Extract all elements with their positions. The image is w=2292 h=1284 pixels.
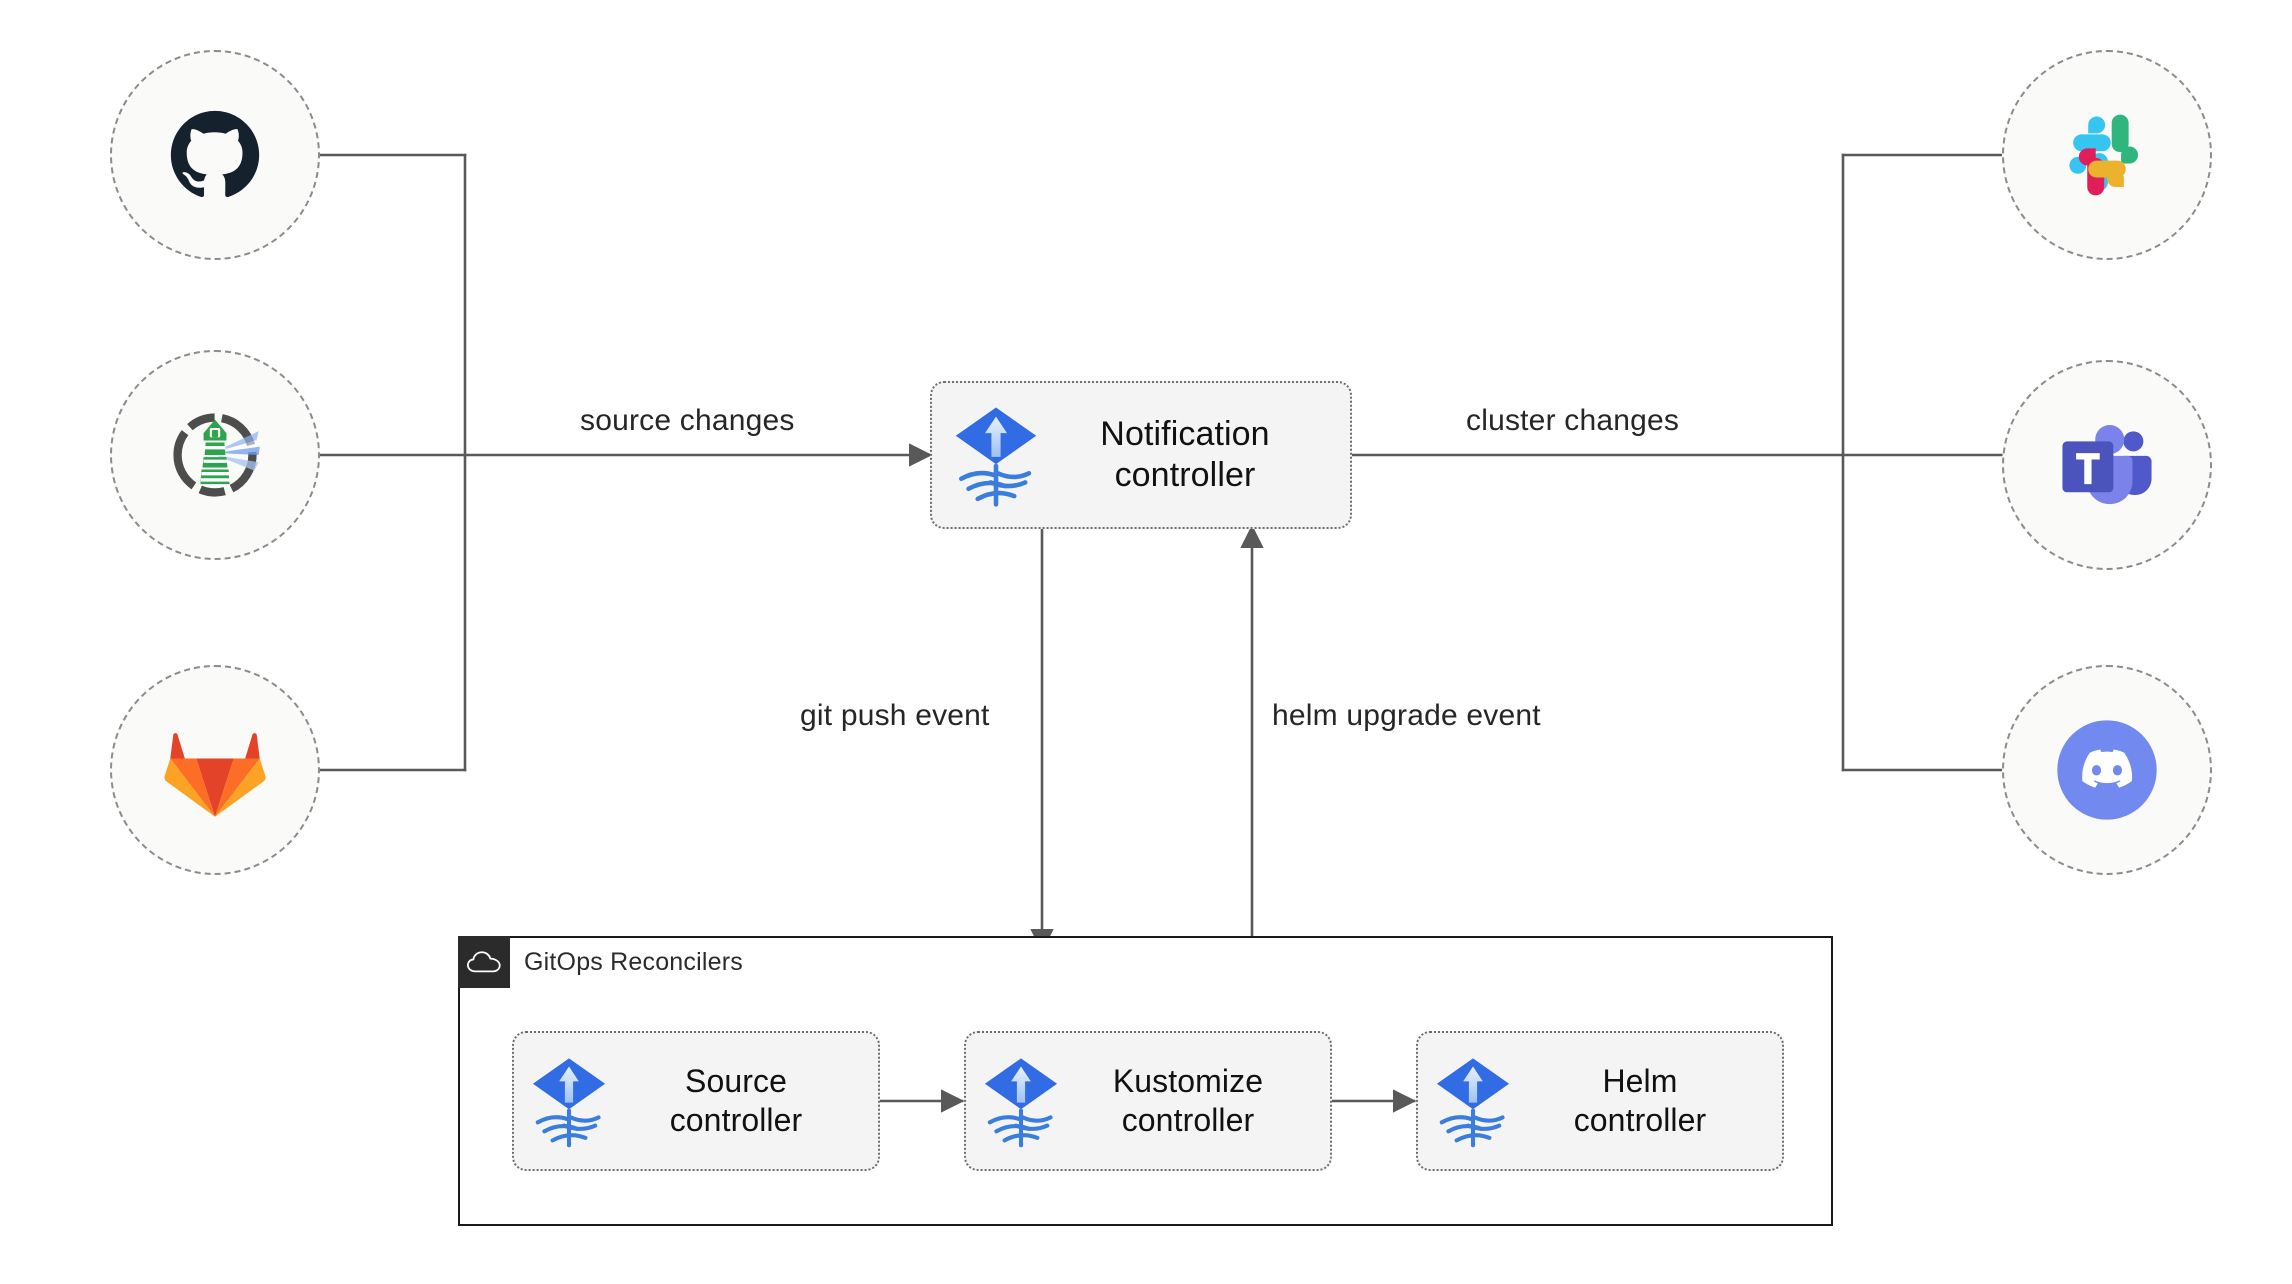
kustomize-controller-label: Kustomize controller <box>1112 1062 1264 1138</box>
source-node-gitlab[interactable] <box>110 665 320 875</box>
cloud-badge <box>458 936 510 988</box>
edge-label-git-push-event: git push event <box>800 699 990 732</box>
github-icon <box>170 110 260 198</box>
destination-node-teams[interactable] <box>2002 360 2212 570</box>
edge-label-helm-upgrade-event: helm upgrade event <box>1272 699 1541 732</box>
edge-label-cluster-changes: cluster changes <box>1466 404 1680 437</box>
cloud-icon <box>467 951 501 973</box>
lighthouse-icon <box>173 413 261 497</box>
source-node-github[interactable] <box>110 50 320 260</box>
kustomize-controller-box[interactable]: Kustomize controller <box>964 1031 1332 1171</box>
flux-icon <box>984 1058 1058 1148</box>
edge-label-source-changes: source changes <box>580 404 795 437</box>
source-controller-label: Source controller <box>669 1062 803 1138</box>
discord-icon <box>2057 720 2157 820</box>
destination-node-slack[interactable] <box>2002 50 2212 260</box>
destination-node-discord[interactable] <box>2002 665 2212 875</box>
source-controller-box[interactable]: Source controller <box>512 1031 880 1171</box>
source-node-lighthouse[interactable] <box>110 350 320 560</box>
gitops-reconcilers-header: GitOps Reconcilers <box>458 936 743 988</box>
flux-icon <box>1436 1058 1510 1148</box>
gitlab-icon <box>164 733 266 817</box>
notification-controller-label: Notification controller <box>1100 414 1270 494</box>
slack-icon <box>2069 114 2139 196</box>
helm-controller-label: Helm controller <box>1573 1062 1707 1138</box>
gitops-reconcilers-title: GitOps Reconcilers <box>524 947 743 976</box>
helm-controller-box[interactable]: Helm controller <box>1416 1031 1784 1171</box>
flux-icon <box>955 407 1037 507</box>
microsoft-teams-icon <box>2062 425 2152 505</box>
flux-icon <box>532 1058 606 1148</box>
notification-controller-box[interactable]: Notification controller <box>930 381 1352 529</box>
